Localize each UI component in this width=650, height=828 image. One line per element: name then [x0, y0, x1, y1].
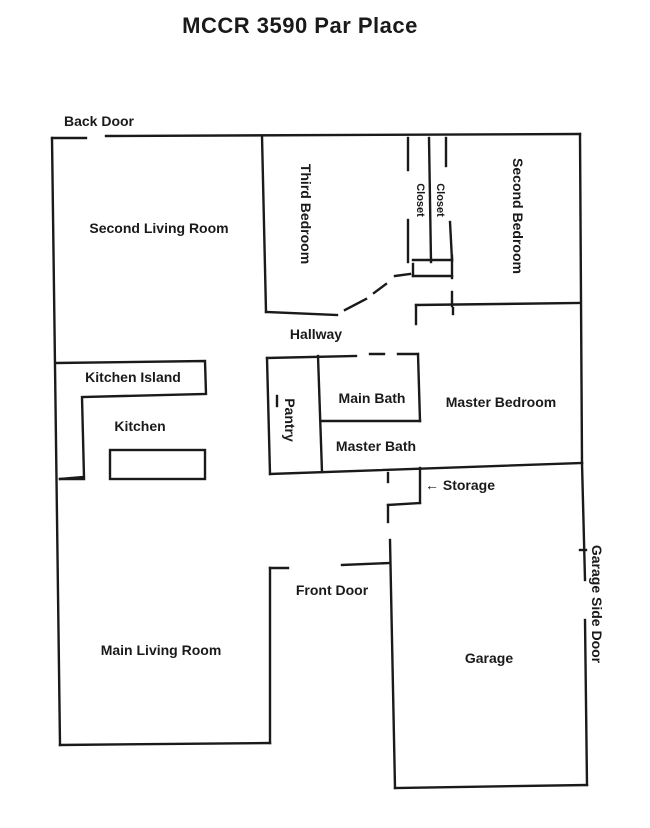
kitchen-walls: [54, 359, 208, 481]
label-closet-right: Closet: [434, 183, 446, 217]
garage-walls: [268, 538, 397, 790]
label-back-door: Back Door: [63, 113, 135, 129]
label-main-living-room: Main Living Room: [100, 642, 222, 658]
door-marks: [275, 306, 588, 552]
label-garage: Garage: [464, 650, 514, 666]
label-kitchen-island: Kitchen Island: [85, 369, 181, 385]
bedroom-walls: [260, 134, 582, 326]
label-storage: ← Storage: [424, 477, 496, 493]
label-third-bedroom: Third Bedroom: [298, 163, 314, 265]
label-second-living-room: Second Living Room: [89, 220, 229, 236]
label-main-bath: Main Bath: [338, 390, 406, 406]
page-title: MCCR 3590 Par Place: [182, 13, 418, 38]
label-pantry: Pantry: [282, 398, 298, 442]
label-master-bedroom: Master Bedroom: [445, 394, 557, 410]
label-master-bath: Master Bath: [335, 438, 417, 454]
label-second-bedroom: Second Bedroom: [510, 158, 526, 274]
label-garage-side-door: Garage Side Door: [589, 544, 605, 664]
label-closet-left: Closet: [414, 183, 426, 217]
label-front-door: Front Door: [295, 582, 369, 598]
storage-walls: [386, 466, 422, 524]
bath-walls: [265, 352, 584, 476]
closet-walls: [406, 136, 454, 264]
outer-walls: [50, 132, 589, 790]
label-kitchen: Kitchen: [114, 418, 166, 434]
label-hallway: Hallway: [289, 326, 343, 342]
